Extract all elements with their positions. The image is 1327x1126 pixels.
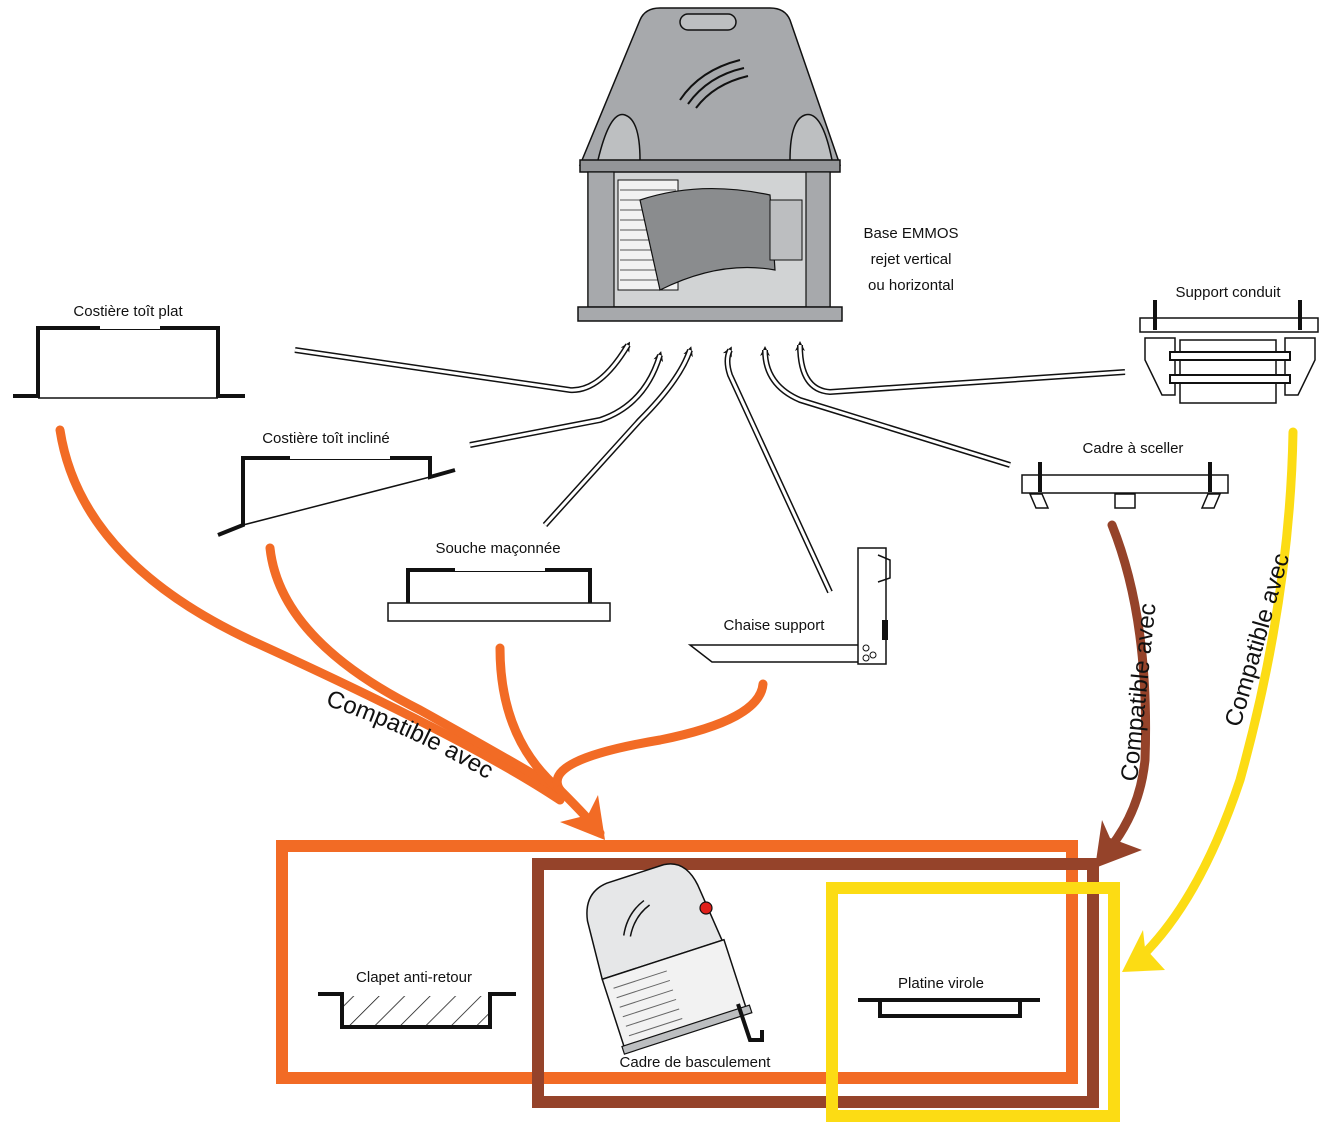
arrow-from-costiere-plat xyxy=(294,341,631,394)
accessory-costiere-incline: Costière toît incliné xyxy=(217,430,456,537)
arrows-to-unit xyxy=(294,341,1126,594)
orange-arrowhead xyxy=(560,795,605,840)
unit-label-line3: ou horizontal xyxy=(868,277,954,294)
cadre-basculement-label: Cadre de basculement xyxy=(620,1054,772,1071)
accessory-chaise: Chaise support xyxy=(687,547,891,665)
compat-arrows-orange xyxy=(55,425,768,838)
option-clapet: Clapet anti-retour xyxy=(318,969,516,1029)
fan-base xyxy=(577,306,843,322)
costiere-plat-label: Costière toît plat xyxy=(73,303,183,320)
accessory-cadre-sceller: Cadre à sceller xyxy=(1021,440,1229,509)
unit-label-line2: rejet vertical xyxy=(871,251,952,268)
emmos-fan-unit: Base EMMOS rejet vertical ou horizontal xyxy=(577,7,959,322)
compat-arrow-brown: Compatible avec xyxy=(1095,520,1162,868)
compat-label-brown: Compatible avec xyxy=(1116,602,1162,783)
arrow-from-support-conduit xyxy=(795,341,1126,396)
clapet-label: Clapet anti-retour xyxy=(356,969,472,986)
option-platine: Platine virole xyxy=(858,975,1040,1018)
orange-arrow-chaise xyxy=(552,679,768,795)
support-conduit-label: Support conduit xyxy=(1175,284,1281,301)
brown-arrowhead xyxy=(1095,820,1142,868)
cadre-sceller-label: Cadre à sceller xyxy=(1083,440,1184,457)
accessory-souche: Souche maçonnée xyxy=(387,540,611,622)
platine-label: Platine virole xyxy=(898,975,984,992)
costiere-incline-label: Costière toît incliné xyxy=(262,430,390,447)
yellow-compat-box xyxy=(826,882,1120,1122)
orange-arrow-incline xyxy=(265,543,565,795)
option-cadre-basculement: Cadre de basculement xyxy=(586,863,772,1071)
unit-label-line1: Base EMMOS xyxy=(863,225,958,242)
brand-swoosh-icon xyxy=(679,59,749,109)
yellow-arrowhead xyxy=(1122,930,1165,972)
hood-handle xyxy=(679,13,737,31)
orange-arrow-souche xyxy=(495,643,565,795)
souche-label: Souche maçonnée xyxy=(435,540,560,557)
orange-arrow-plat xyxy=(55,425,565,805)
orange-compat-box xyxy=(276,840,1078,1084)
fan-hood xyxy=(578,7,842,166)
accessory-support-conduit: Support conduit xyxy=(1139,284,1319,404)
hood-left-arch xyxy=(597,113,641,161)
accessory-costiere-plat: Costière toît plat xyxy=(13,303,245,399)
brown-compat-box xyxy=(532,858,1099,1108)
hood-right-arch xyxy=(789,113,833,161)
tilt-pivot-icon xyxy=(699,901,713,915)
chaise-label: Chaise support xyxy=(724,617,826,634)
